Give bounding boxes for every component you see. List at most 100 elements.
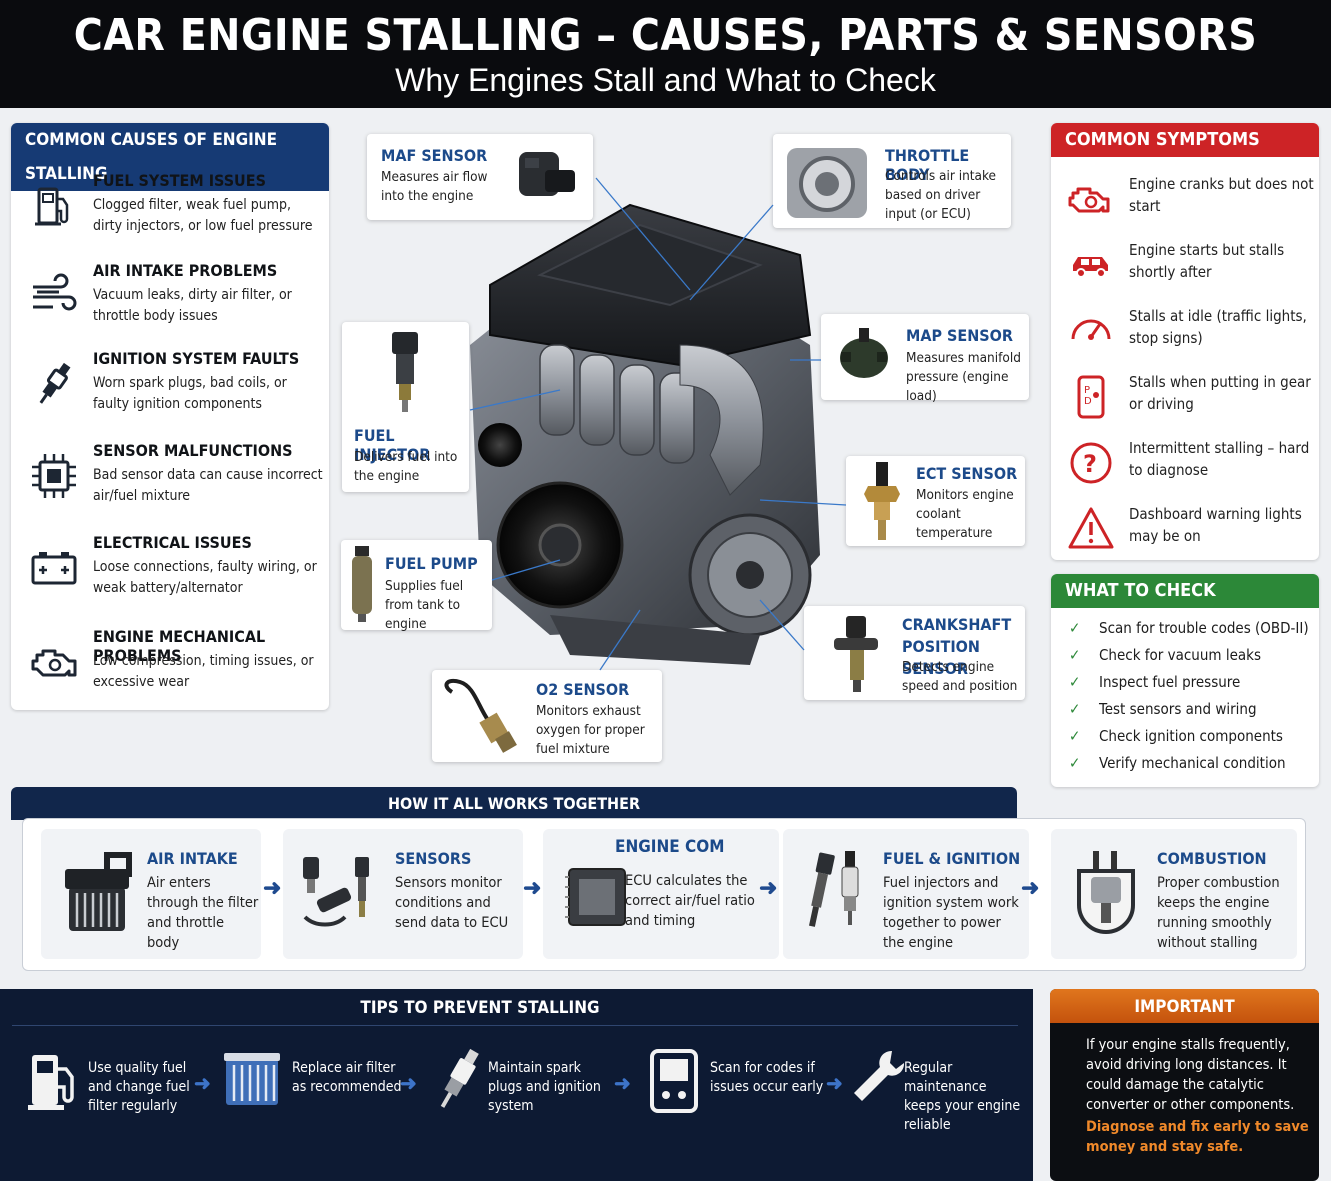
cause-desc: Bad sensor data can cause incorrect air/… xyxy=(93,467,323,504)
arrow-right-icon: ➜ xyxy=(523,875,542,900)
step-desc: Air enters through the filter and thrott… xyxy=(147,875,259,951)
question-icon: ? xyxy=(1067,439,1115,487)
symptom-item: Stalls at idle (traffic lights, stop sig… xyxy=(1051,301,1319,361)
ect-sensor-icon xyxy=(860,460,904,544)
ecu-icon xyxy=(557,857,639,949)
how-step: SENSORS Sensors monitor conditions and s… xyxy=(283,829,523,959)
step-desc: Proper combustion keeps the engine runni… xyxy=(1157,875,1280,951)
part-title: FUEL INJECTOR xyxy=(354,426,431,464)
check-icon: ✓ xyxy=(1069,646,1081,664)
car-icon xyxy=(1067,241,1115,289)
check-item: ✓Inspect fuel pressure xyxy=(1069,673,1241,691)
check-panel: WHAT TO CHECK ✓Scan for trouble codes (O… xyxy=(1051,574,1319,787)
cause-item: IGNITION SYSTEM FAULTS Worn spark plugs,… xyxy=(11,341,329,431)
tip-text: Scan for codes if issues occur early xyxy=(710,1060,824,1095)
fuel-pump-callout: FUEL PUMP Supplies fuel from tank to eng… xyxy=(341,540,492,632)
part-title: ECT SENSOR xyxy=(916,464,1018,483)
check-title: WHAT TO CHECK xyxy=(1051,574,1319,608)
fuel-pump-part-icon xyxy=(347,544,377,626)
how-step: FUEL & IGNITION Fuel injectors and ignit… xyxy=(783,829,1029,959)
cause-title: FUEL SYSTEM ISSUES xyxy=(93,171,266,190)
air-flow-icon xyxy=(29,271,79,321)
cause-desc: Clogged filter, weak fuel pump, dirty in… xyxy=(93,197,313,234)
crankshaft-sensor-callout: CRANKSHAFT POSITION SENSOR Detects engin… xyxy=(804,606,1025,700)
how-step: ENGINE COM ECU calculates the correct ai… xyxy=(543,829,779,959)
part-title: CRANKSHAFT POSITION SENSOR xyxy=(902,615,1012,678)
gauge-icon xyxy=(1067,307,1115,355)
tip-item: Maintain spark plugs and ignition system xyxy=(426,1035,616,1171)
symptom-text: Engine starts but stalls shortly after xyxy=(1129,241,1285,281)
check-item: ✓Test sensors and wiring xyxy=(1069,700,1257,718)
important-title: IMPORTANT xyxy=(1050,989,1319,1023)
step-desc: Fuel injectors and ignition system work … xyxy=(883,875,1019,951)
part-title: MAP SENSOR xyxy=(906,326,1013,345)
symptom-item: Dashboard warning lights may be on xyxy=(1051,499,1319,559)
part-desc: Measures air flow into the engine xyxy=(381,169,488,204)
check-item: ✓Verify mechanical condition xyxy=(1069,754,1286,772)
arrow-right-icon: ➜ xyxy=(194,1073,211,1095)
symptom-text: Stalls at idle (traffic lights, stop sig… xyxy=(1129,307,1307,347)
important-body: If your engine stalls frequently, avoid … xyxy=(1086,1037,1295,1113)
arrow-right-icon: ➜ xyxy=(826,1073,843,1095)
cause-title: SENSOR MALFUNCTIONS xyxy=(93,441,293,460)
part-desc: Monitors exhaust oxygen for proper fuel … xyxy=(536,703,645,757)
piston-icon xyxy=(1065,847,1147,939)
engine-icon xyxy=(29,637,79,687)
how-step: AIR INTAKE Air enters through the filter… xyxy=(41,829,261,959)
tip-text: Regular maintenance keeps your engine re… xyxy=(904,1060,1021,1133)
how-panel: AIR INTAKE Air enters through the filter… xyxy=(22,818,1306,971)
engine-illustration xyxy=(430,195,840,675)
arrow-right-icon: ➜ xyxy=(263,875,282,900)
step-title: SENSORS xyxy=(395,849,472,868)
cause-title: IGNITION SYSTEM FAULTS xyxy=(93,349,300,368)
symptom-text: Stalls when putting in gear or driving xyxy=(1129,373,1311,413)
map-sensor-icon xyxy=(831,322,897,392)
engine-warning-icon xyxy=(1067,175,1115,223)
warning-icon xyxy=(1067,505,1115,553)
cause-item: ELECTRICAL ISSUES Loose connections, fau… xyxy=(11,525,329,615)
tip-item: Scan for codes if issues occur early xyxy=(644,1035,824,1171)
chip-icon xyxy=(29,451,79,501)
page-title: CAR ENGINE STALLING – CAUSES, PARTS & SE… xyxy=(73,10,1258,61)
part-desc: Controls air intake based on driver inpu… xyxy=(885,168,997,222)
svg-text:D: D xyxy=(1084,396,1092,407)
tip-item: Regular maintenance keeps your engine re… xyxy=(848,1035,1028,1171)
check-icon: ✓ xyxy=(1069,673,1081,691)
cause-item: ENGINE MECHANICAL PROBLEMS Low compressi… xyxy=(11,619,329,709)
check-icon: ✓ xyxy=(1069,754,1081,772)
battery-icon xyxy=(29,543,79,593)
o2-sensor-icon xyxy=(438,676,528,756)
maf-sensor-callout: MAF SENSOR Measures air flow into the en… xyxy=(367,134,593,220)
spark-plug-icon xyxy=(29,359,79,409)
how-step: COMBUSTION Proper combustion keeps the e… xyxy=(1051,829,1297,959)
causes-panel: COMMON CAUSES OF ENGINE STALLING FUEL SY… xyxy=(11,123,329,710)
tips-panel: TIPS TO PREVENT STALLING Use quality fue… xyxy=(0,989,1033,1181)
part-title: THROTTLE BODY xyxy=(885,146,970,184)
cause-item: SENSOR MALFUNCTIONS Bad sensor data can … xyxy=(11,433,329,523)
part-desc: Detects engine speed and position xyxy=(902,659,1018,694)
arrow-right-icon: ➜ xyxy=(759,875,778,900)
how-title: HOW IT ALL WORKS TOGETHER xyxy=(11,787,1017,820)
step-title: COMBUSTION xyxy=(1157,849,1267,868)
cause-title: ELECTRICAL ISSUES xyxy=(93,533,252,552)
part-title: O2 SENSOR xyxy=(536,680,630,699)
tip-text: Maintain spark plugs and ignition system xyxy=(488,1060,601,1114)
tip-text: Use quality fuel and change fuel filter … xyxy=(88,1060,190,1114)
step-title: ENGINE COM xyxy=(615,837,725,857)
symptoms-title: COMMON SYMPTOMS xyxy=(1051,123,1319,157)
fuel-injector-icon xyxy=(370,330,440,414)
map-sensor-callout: MAP SENSOR Measures manifold pressure (e… xyxy=(821,314,1029,404)
connector-lines xyxy=(469,177,847,671)
divider xyxy=(12,1025,1018,1026)
svg-text:P: P xyxy=(1084,385,1090,396)
page-subtitle: Why Engines Stall and What to Check xyxy=(395,62,936,98)
tip-text: Replace air filter as recommended xyxy=(292,1060,402,1095)
tips-title: TIPS TO PREVENT STALLING xyxy=(360,998,600,1018)
step-title: FUEL & IGNITION xyxy=(883,849,1021,868)
part-title: FUEL PUMP xyxy=(385,554,478,573)
part-desc: Measures manifold pressure (engine load) xyxy=(906,350,1021,404)
symptom-item: ? Intermittent stalling – hard to diagno… xyxy=(1051,433,1319,493)
cause-item: FUEL SYSTEM ISSUES Clogged filter, weak … xyxy=(11,163,329,253)
